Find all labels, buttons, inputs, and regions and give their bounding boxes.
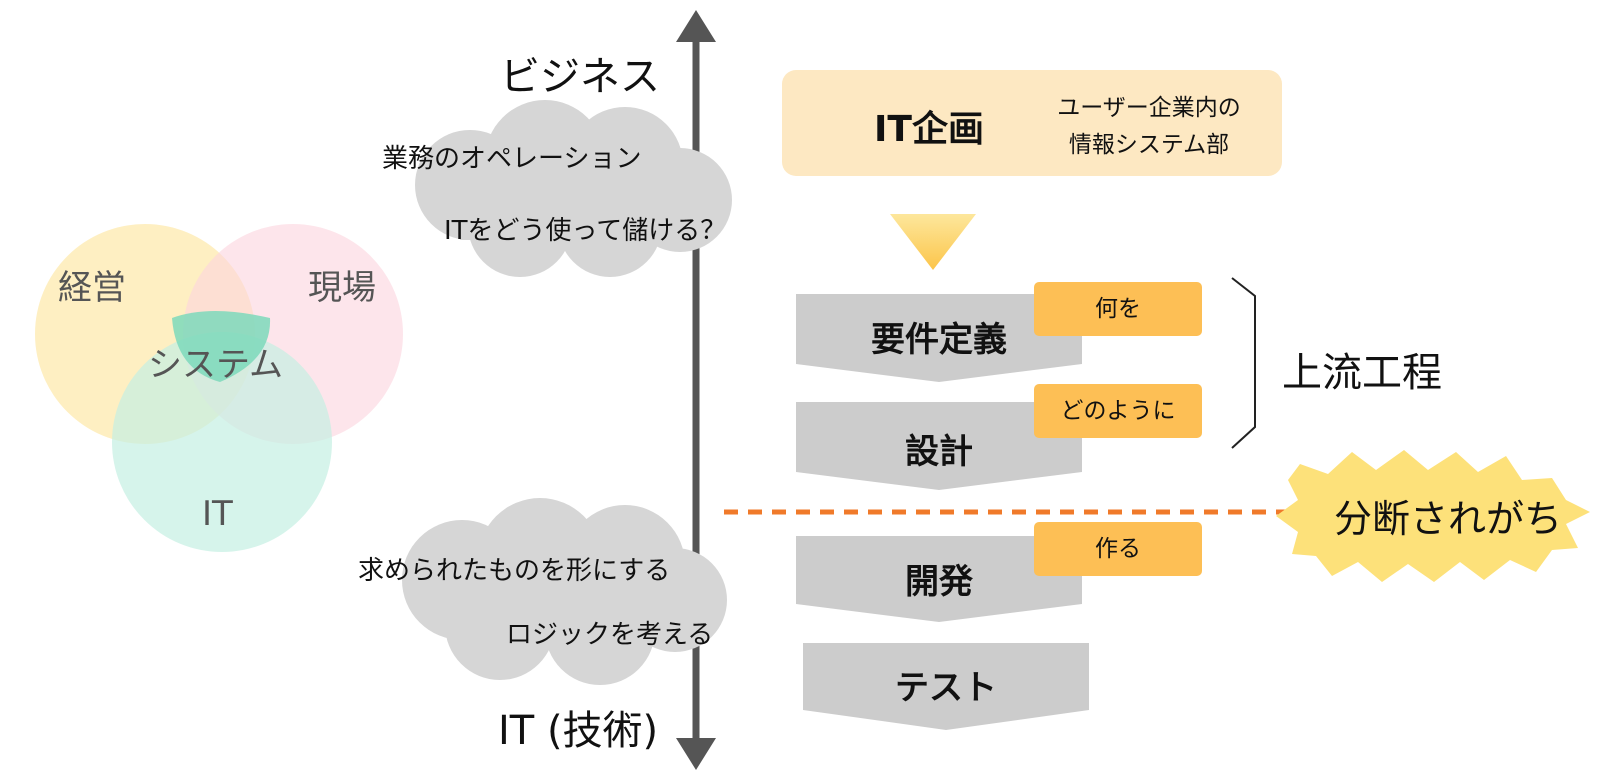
axis-arrow-down: [676, 738, 716, 770]
it-planning-box: IT企画 ユーザー企業内の 情報システム部: [782, 70, 1282, 176]
venn-label-it: IT: [202, 494, 233, 534]
axis-label-business: ビジネス: [500, 54, 660, 100]
axis-label-it: IT (技術): [498, 708, 659, 754]
tag-what: 何を: [1034, 282, 1202, 336]
step-label-development: 開発: [905, 562, 973, 602]
business-cloud: [415, 100, 732, 277]
flow-triangle: [890, 214, 976, 270]
split-label: 分断されがち: [1334, 497, 1563, 541]
cloud-text-build: 求められたものを形にする: [358, 556, 671, 586]
step-shape-development: [796, 536, 1082, 622]
step-shape-design: [796, 402, 1082, 490]
tag-make: 作る: [1034, 522, 1202, 576]
cloud-text-logic: ロジックを考える: [506, 620, 714, 650]
cloud-text-operations: 業務のオペレーション: [382, 144, 642, 174]
step-shape-requirements: [796, 294, 1082, 382]
it-planning-title: IT企画: [874, 109, 984, 150]
upstream-process-label: 上流工程: [1282, 350, 1442, 396]
venn-circle-it: [112, 332, 332, 552]
step-label-requirements: 要件定義: [871, 320, 1007, 360]
step-label-test: テスト: [895, 668, 997, 708]
upstream-bracket: [1231, 277, 1256, 449]
tech-cloud: [402, 498, 727, 685]
it-planning-description: ユーザー企業内の 情報システム部: [1044, 90, 1254, 164]
venn-diagram: [35, 224, 403, 552]
step-shape-test: [803, 643, 1089, 730]
venn-label-system: システム: [148, 345, 283, 385]
venn-label-field: 現場: [308, 268, 376, 308]
it-planning-description-line2: 情報システム部: [1068, 132, 1230, 158]
vertical-axis: [676, 10, 716, 770]
tag-how: どのように: [1034, 384, 1202, 438]
step-label-design: 設計: [905, 432, 973, 472]
split-burst: [1276, 450, 1590, 582]
cloud-text-profit: ITをどう使って儲ける？: [444, 216, 727, 246]
venn-label-management: 経営: [58, 268, 126, 308]
it-planning-description-line1: ユーザー企業内の: [1057, 95, 1241, 121]
venn-center-overlap: [172, 311, 271, 382]
axis-arrow-up: [676, 10, 716, 42]
